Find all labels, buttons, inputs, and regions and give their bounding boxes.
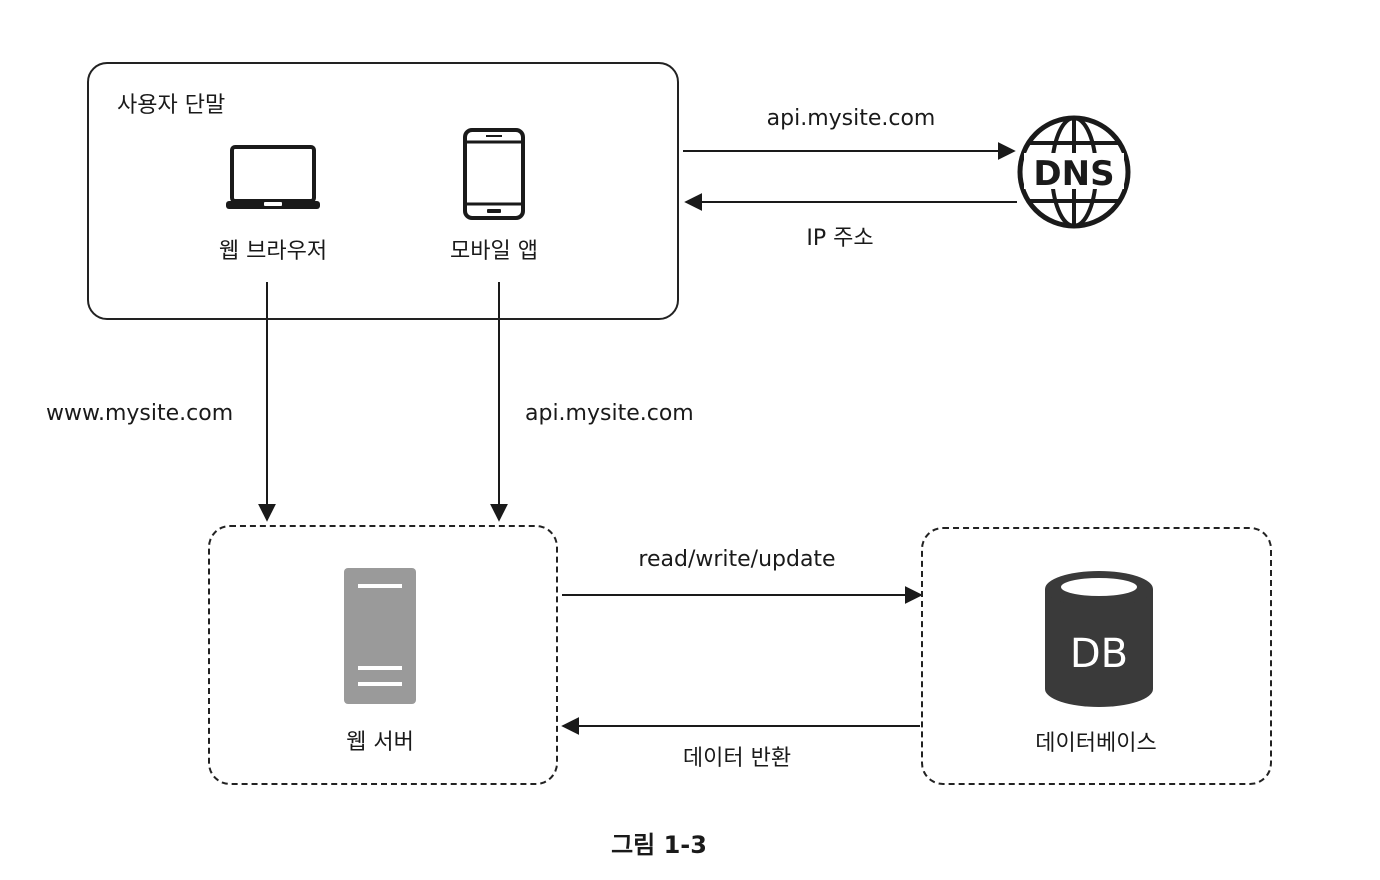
globe-icon: DNS bbox=[1017, 115, 1131, 229]
web-browser-label: 웹 브라우저 bbox=[218, 239, 328, 264]
client-group-box bbox=[87, 62, 679, 320]
edge-label-from-dns: IP 주소 bbox=[806, 226, 874, 251]
laptop-icon bbox=[226, 145, 320, 209]
figure-caption: 그림 1-3 bbox=[611, 831, 707, 859]
client-group-title: 사용자 단말 bbox=[117, 93, 226, 118]
web-server-label: 웹 서버 bbox=[346, 730, 414, 755]
database-label: 데이터베이스 bbox=[1035, 731, 1157, 756]
mobile-app-label: 모바일 앱 bbox=[450, 239, 538, 264]
database-icon-text: DB bbox=[1070, 631, 1128, 677]
web-server-box bbox=[208, 525, 558, 785]
edge-label-db-to-server: 데이터 반환 bbox=[682, 746, 792, 771]
edge-label-app-to-server: api.mysite.com bbox=[525, 401, 694, 426]
smartphone-icon bbox=[463, 128, 525, 220]
server-icon bbox=[344, 568, 416, 704]
edge-label-server-to-db: read/write/update bbox=[638, 547, 836, 572]
dns-label: DNS bbox=[1033, 154, 1114, 194]
edge-label-browser-to-server: www.mysite.com bbox=[46, 401, 234, 426]
database-box bbox=[921, 527, 1272, 785]
database-icon: DB bbox=[1045, 571, 1153, 707]
edge-label-to-dns: api.mysite.com bbox=[766, 106, 936, 131]
